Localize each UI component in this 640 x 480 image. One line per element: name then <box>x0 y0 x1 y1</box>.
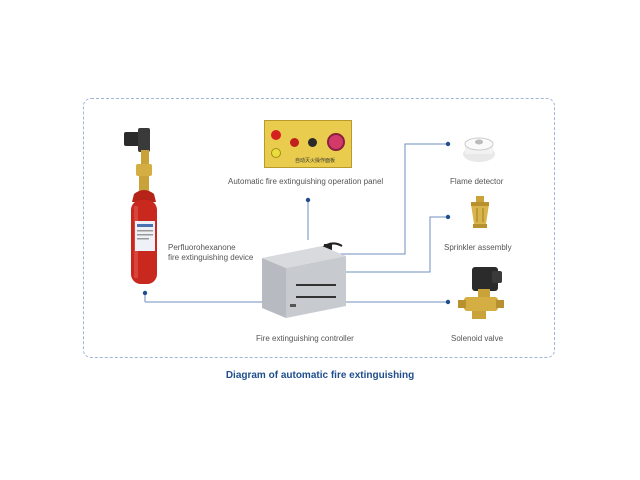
solenoid-valve-illustration <box>458 267 504 319</box>
dot-extinguisher <box>142 290 148 296</box>
wire-flame-detector <box>340 143 448 255</box>
diagram-caption: Diagram of automatic fire extinguishing <box>225 370 415 381</box>
controller-illustration <box>262 242 346 318</box>
dot-solenoid <box>445 299 451 305</box>
diagram-frame <box>83 98 555 358</box>
label-sprinkler: Sprinkler assembly <box>444 243 512 252</box>
label-flame-detector: Flame detector <box>450 177 504 186</box>
flame-detector-illustration <box>463 137 495 162</box>
operation-panel-illustration: 自动灭火操作面板 <box>264 120 352 168</box>
wire-sprinkler <box>340 216 448 273</box>
dot-flame <box>445 141 451 147</box>
dot-panel <box>305 197 311 203</box>
extinguisher-illustration <box>124 128 157 284</box>
label-extinguisher: Perfluorohexanone fire extinguishing dev… <box>168 243 254 262</box>
dot-sprinkler <box>445 214 451 220</box>
panel-text: 自动灭火操作面板 <box>295 158 336 164</box>
label-controller: Fire extinguishing controller <box>256 334 354 343</box>
label-panel: Automatic fire extinguishing operation p… <box>228 177 384 186</box>
label-solenoid: Solenoid valve <box>451 334 504 343</box>
sprinkler-illustration <box>471 196 489 228</box>
